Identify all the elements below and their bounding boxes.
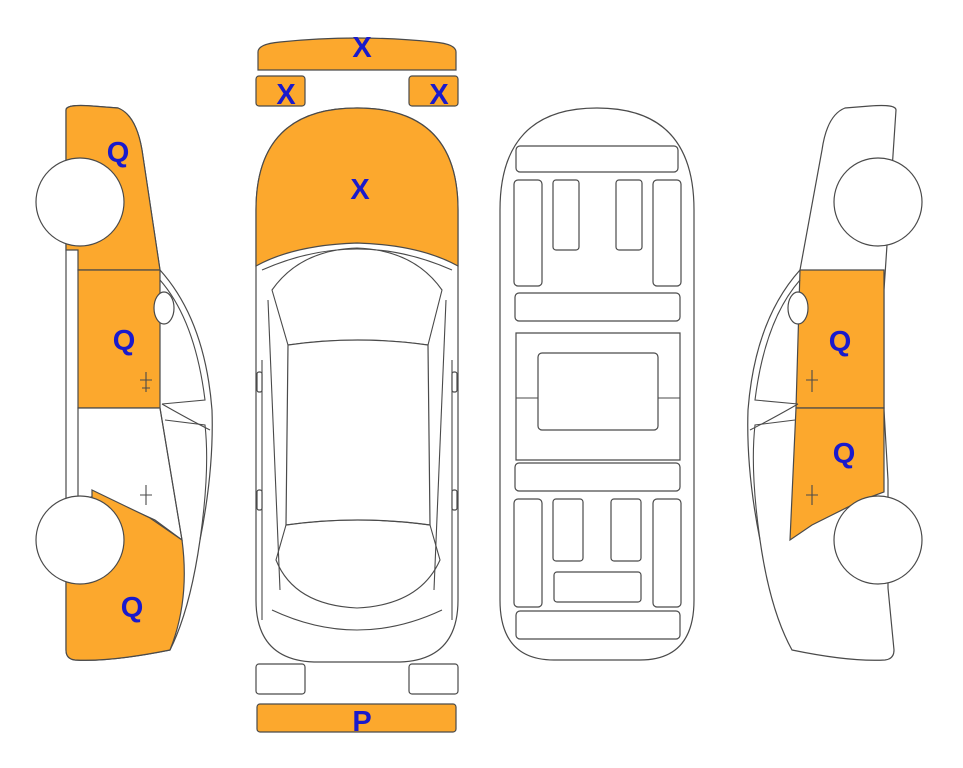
hood-panel[interactable] <box>255 107 459 268</box>
right-front-wheel <box>833 157 923 247</box>
right-rear-wheel <box>833 495 923 585</box>
top-view: X X X X P <box>255 32 459 738</box>
left-front-fender-code: Q <box>107 137 130 169</box>
right-side-view: Q Q <box>747 104 923 661</box>
roof-bar-code: X <box>352 32 372 64</box>
left-front-wheel <box>35 157 125 247</box>
left-rear-wheel <box>35 495 125 585</box>
roof-bar-panel[interactable] <box>257 37 457 71</box>
underbody-view <box>499 107 695 661</box>
left-front-door-code: Q <box>113 325 136 357</box>
front-left-small-code: X <box>276 79 296 111</box>
right-front-door-code: Q <box>829 326 852 358</box>
hood-code: X <box>350 174 370 206</box>
left-side-view: Q Q Q <box>35 104 213 661</box>
front-left-small-panel[interactable] <box>255 75 306 107</box>
rear-bumper-panel[interactable] <box>256 703 457 733</box>
front-right-small-code: X <box>429 79 449 111</box>
rear-bumper-code: P <box>352 706 371 738</box>
front-right-small-panel[interactable] <box>408 75 459 107</box>
left-rear-quarter-code: Q <box>121 592 144 624</box>
right-rear-door-code: Q <box>833 438 856 470</box>
